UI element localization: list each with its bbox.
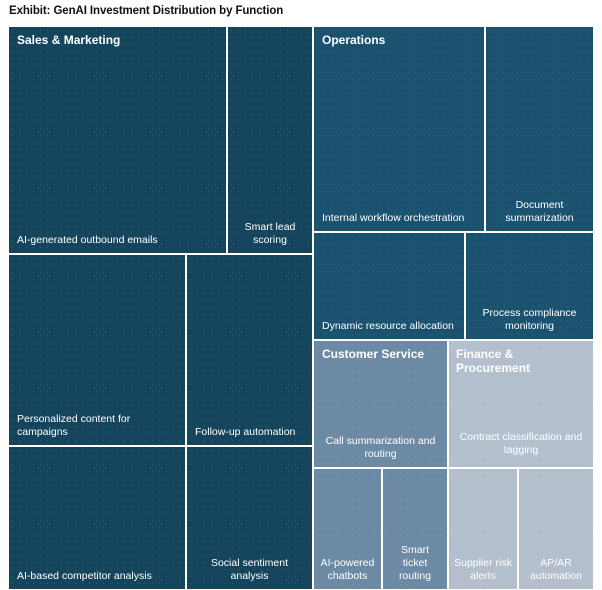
tile-label: Call summarization and routing — [325, 435, 436, 460]
tile-label: Smart lead scoring — [244, 221, 296, 246]
tile-label: Social sentiment analysis — [210, 557, 289, 582]
tile-follow-up-automation[interactable]: Follow-up automation — [186, 254, 313, 446]
tile-contract-classification-and-tagging[interactable]: Contract classification and tagging — [448, 340, 594, 468]
tile-smart-lead-scoring[interactable]: Smart lead scoring — [227, 26, 313, 254]
tile-label: Follow-up automation — [195, 426, 296, 438]
tile-process-compliance-monitoring[interactable]: Process compliance monitoring — [465, 232, 594, 340]
tile-label: Contract classification and tagging — [459, 431, 583, 456]
treemap-chart: AI-generated outbound emails Smart lead … — [0, 26, 602, 590]
tile-social-sentiment-analysis[interactable]: Social sentiment analysis — [186, 446, 313, 590]
tile-label: AI-powered chatbots — [320, 557, 375, 582]
tile-label: Document summarization — [505, 199, 574, 224]
tile-label: AI-based competitor analysis — [17, 570, 152, 582]
tile-label: Process compliance monitoring — [482, 307, 577, 332]
tile-ai-generated-outbound-emails[interactable]: AI-generated outbound emails — [8, 26, 227, 254]
group-operations: Internal workflow orchestration Document… — [313, 26, 594, 340]
tile-call-summarization-and-routing[interactable]: Call summarization and routing — [313, 340, 448, 468]
tile-dynamic-resource-allocation[interactable]: Dynamic resource allocation — [313, 232, 465, 340]
tile-smart-ticket-routing[interactable]: Smart ticket routing — [382, 468, 448, 590]
tile-label: Smart ticket routing — [398, 544, 432, 582]
tile-label: Supplier risk alerts — [454, 557, 512, 582]
tile-label: AP/AR automation — [530, 557, 582, 582]
page-title: Exhibit: GenAI Investment Distribution b… — [9, 5, 284, 17]
tile-supplier-risk-alerts[interactable]: Supplier risk alerts — [448, 468, 518, 590]
tile-label: Dynamic resource allocation — [322, 320, 454, 332]
tile-ai-powered-chatbots[interactable]: AI-powered chatbots — [313, 468, 382, 590]
group-customer-service: Call summarization and routing AI-powere… — [313, 340, 448, 590]
tile-label: AI-generated outbound emails — [17, 234, 158, 246]
tile-label: Personalized content for campaigns — [17, 413, 131, 438]
tile-document-summarization[interactable]: Document summarization — [485, 26, 594, 232]
tile-internal-workflow-orchestration[interactable]: Internal workflow orchestration — [313, 26, 485, 232]
group-sales-marketing: AI-generated outbound emails Smart lead … — [8, 26, 313, 590]
group-finance-procurement: Contract classification and tagging Supp… — [448, 340, 594, 590]
tile-label: Internal workflow orchestration — [322, 212, 465, 224]
tile-ai-based-competitor-analysis[interactable]: AI-based competitor analysis — [8, 446, 186, 590]
tile-personalized-content-for-campaigns[interactable]: Personalized content for campaigns — [8, 254, 186, 446]
tile-ap-ar-automation[interactable]: AP/AR automation — [518, 468, 594, 590]
